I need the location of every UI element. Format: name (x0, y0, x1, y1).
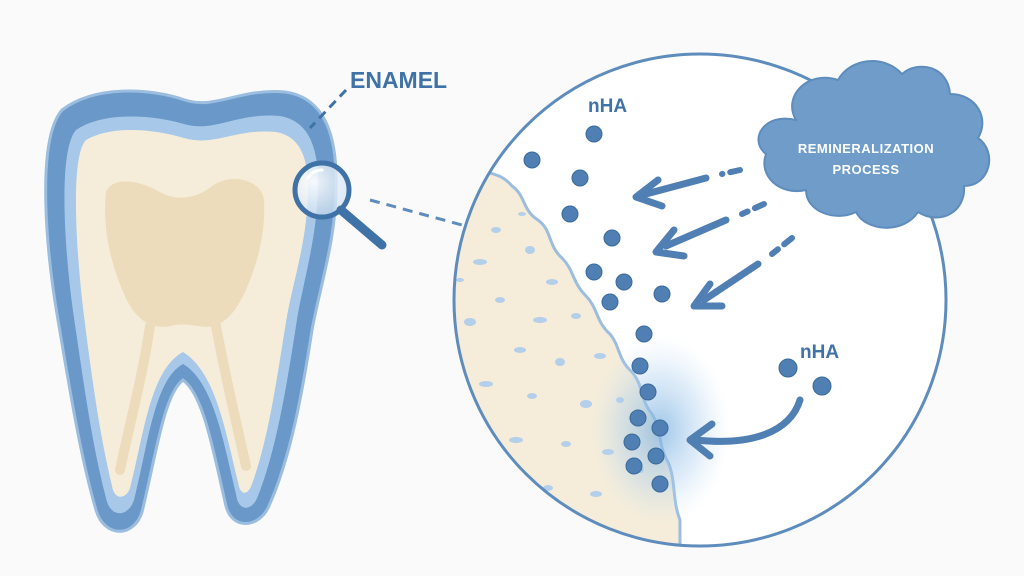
arrow-icon-curved (686, 396, 804, 460)
process-arrows (632, 167, 804, 460)
process-label-line2: PROCESS (832, 162, 899, 177)
arrow-icon (690, 235, 795, 310)
nha-particle (601, 293, 619, 311)
zoom-connector-line (369, 198, 463, 227)
nha-particle (561, 205, 579, 223)
enamel-pointer-line (308, 88, 348, 130)
nha-particle (523, 151, 541, 169)
nha-particle (778, 358, 798, 378)
nha-particle (639, 383, 657, 401)
nha-particle (571, 169, 589, 187)
enamel-label: ENAMEL (350, 67, 447, 93)
nha-particle (585, 125, 603, 143)
magnifier-icon (292, 160, 387, 250)
nha-particles (523, 125, 832, 493)
nha-particle (812, 376, 832, 396)
tooth-pulp (105, 178, 265, 327)
cloud-icon (757, 60, 991, 229)
nha-particle (651, 419, 669, 437)
arrow-icon (632, 167, 743, 210)
nha-particle (635, 325, 653, 343)
nha-particle (585, 263, 603, 281)
nha-particle (629, 409, 647, 427)
tooth-root-canal-right (211, 321, 251, 471)
process-label-line1: REMINERALIZATION (798, 141, 934, 156)
nha-particle (603, 229, 621, 247)
process-cloud (757, 60, 991, 229)
nha-label-right: nHA (800, 342, 839, 363)
nha-particle (651, 475, 669, 493)
nha-particle (625, 457, 643, 475)
nha-particle (631, 357, 649, 375)
nha-particle (647, 447, 665, 465)
arrow-icon (652, 201, 767, 260)
nha-particle (653, 285, 671, 303)
nha-particle (615, 273, 633, 291)
tooth-icon (44, 89, 338, 533)
tooth-root-canal-left (115, 321, 155, 475)
nha-particle (623, 433, 641, 451)
zoom-circle-outline (452, 52, 948, 548)
nha-label-top: nHA (588, 96, 627, 117)
